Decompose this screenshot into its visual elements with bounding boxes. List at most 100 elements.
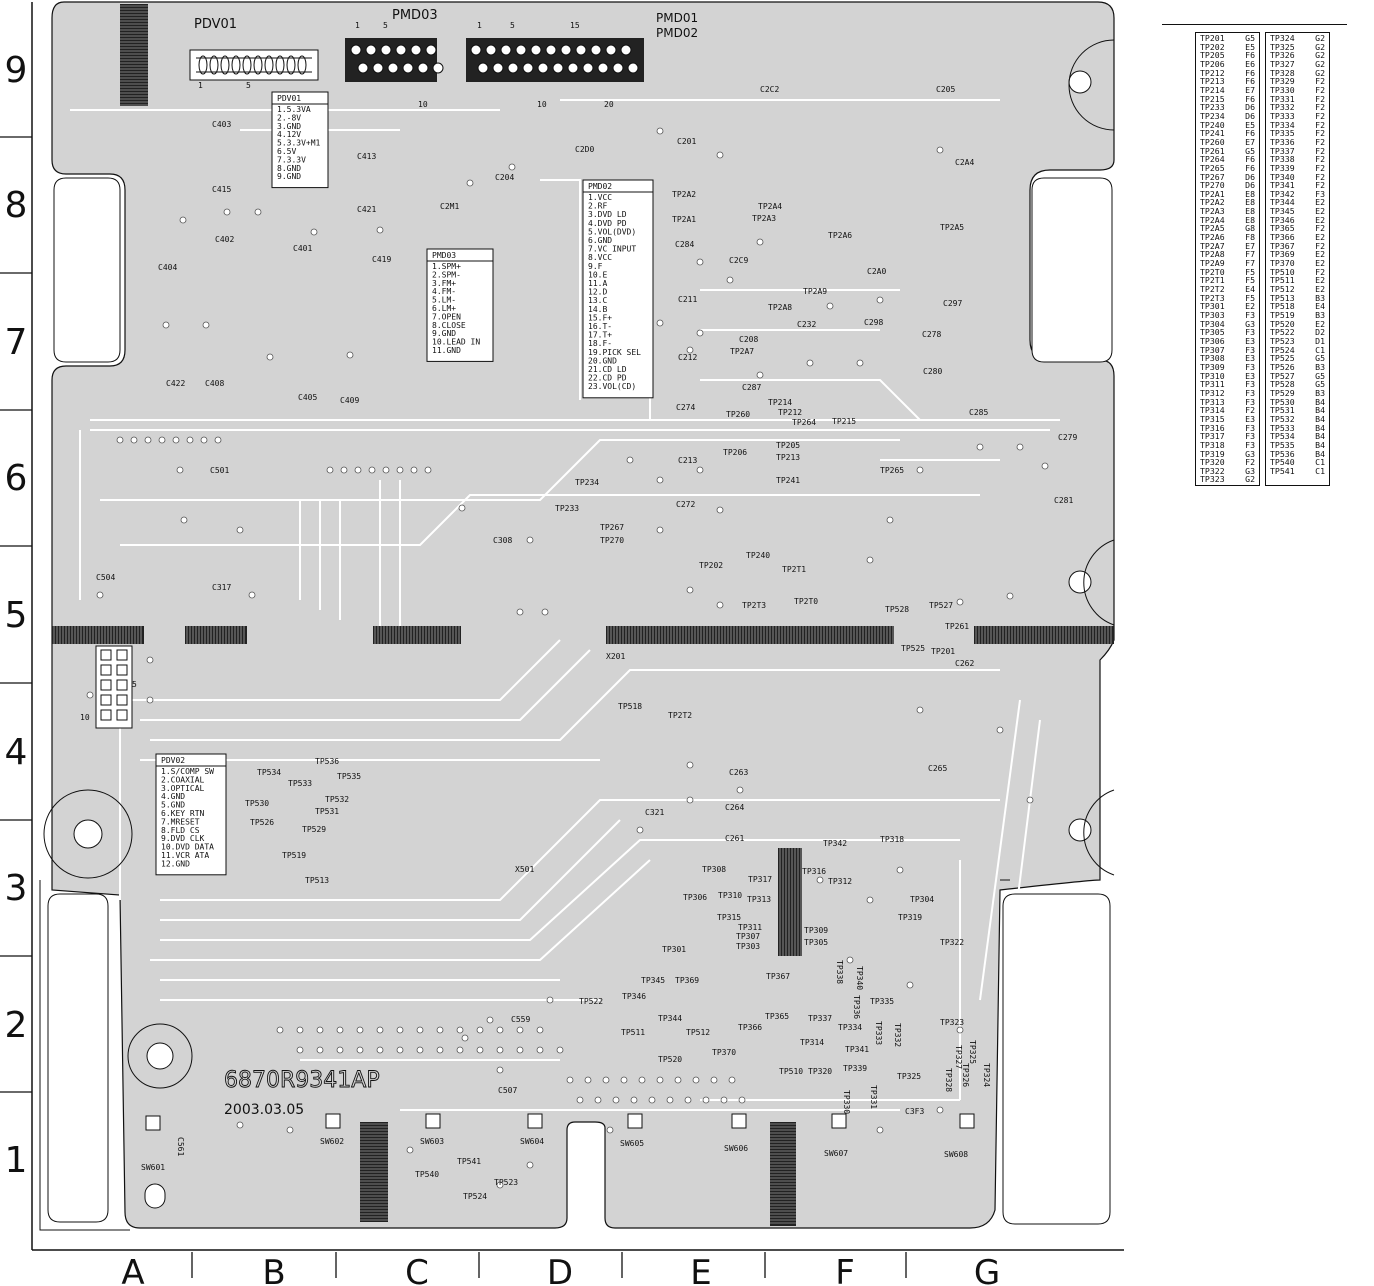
- connector-pdv01: [189, 49, 319, 81]
- component-label: TP212: [778, 408, 802, 417]
- tp-grid-location: F2: [1245, 457, 1255, 468]
- tp-name: TP317: [1200, 431, 1225, 442]
- tp-grid-location: E2: [1315, 232, 1325, 243]
- tp-name: TP523: [1270, 335, 1295, 346]
- tp-grid-location: F3: [1245, 379, 1255, 390]
- hatched-lines: [53, 5, 1112, 1224]
- tp-name: TP2A7: [1200, 240, 1225, 251]
- component-label: TP534: [257, 768, 281, 777]
- table-pmd02-line: 9.F: [588, 262, 603, 271]
- component-label: TP518: [618, 702, 642, 711]
- tp-grid-location: F2: [1315, 162, 1325, 173]
- component-label: TP341: [845, 1045, 869, 1054]
- tp-grid-location: G5: [1245, 145, 1255, 156]
- component-label-vertical: TP338: [835, 960, 844, 984]
- component-label: C2D0: [575, 145, 594, 154]
- tp-grid-location: G5: [1315, 379, 1325, 390]
- component-label: TP315: [717, 913, 741, 922]
- tp-name: TP520: [1270, 318, 1295, 329]
- tp-grid-location: G2: [1315, 58, 1325, 69]
- column-label-D: D: [547, 1253, 573, 1286]
- component-label: C421: [357, 205, 376, 214]
- table-pmd02-line: 13.C: [588, 296, 607, 305]
- board-date: 2003.03.05: [224, 1102, 304, 1118]
- component-label: C212: [678, 353, 697, 362]
- table-pmd02-line: 4.DVD PD: [588, 219, 627, 228]
- tp-name: TP316: [1200, 422, 1225, 433]
- label-pdv01: PDV01: [194, 17, 237, 32]
- tp-grid-location: F3: [1245, 422, 1255, 433]
- tp-name: TP340: [1270, 171, 1295, 182]
- component-label: C284: [675, 240, 694, 249]
- component-label: C201: [677, 137, 696, 146]
- component-label: C402: [215, 235, 234, 244]
- tp-name: TP326: [1270, 50, 1295, 61]
- tp-name: TP202: [1200, 41, 1225, 52]
- component-label-vertical: TP325: [968, 1040, 977, 1064]
- table-pmd03-line: 3.FM+: [432, 279, 456, 288]
- tp-grid-location: C1: [1315, 457, 1325, 468]
- board-outline: [39, 1, 1115, 1231]
- tp-name: TP330: [1270, 84, 1295, 95]
- component-label: C501: [210, 466, 229, 475]
- tp-name: TP215: [1200, 93, 1225, 104]
- component-label: C504: [96, 573, 115, 582]
- tp-grid-location: E8: [1245, 214, 1255, 225]
- tp-grid-location: B4: [1315, 422, 1325, 433]
- tp-name: TP522: [1270, 327, 1295, 338]
- component-label: TP367: [766, 972, 790, 981]
- component-label: C279: [1058, 433, 1077, 442]
- component-label: SW608: [944, 1150, 968, 1159]
- table-pmd02-line: 21.CD LD: [588, 365, 627, 374]
- tp-name: TP2T3: [1200, 292, 1225, 303]
- component-label-vertical: TP328: [944, 1068, 953, 1092]
- table-pmd03-line: 11.GND: [432, 346, 461, 355]
- tp-grid-location: E2: [1245, 301, 1255, 312]
- tp-name: TP305: [1200, 327, 1225, 338]
- component-label: TP530: [245, 799, 269, 808]
- tp-name: TP533: [1270, 422, 1295, 433]
- tp-name: TP234: [1200, 110, 1225, 121]
- tp-name: TP312: [1200, 387, 1225, 398]
- component-label: TP2A8: [768, 303, 792, 312]
- tp-grid-location: F6: [1245, 67, 1255, 78]
- row-label-6: 6: [5, 458, 28, 499]
- tp-name: TP212: [1200, 67, 1225, 78]
- tp-name: TP2A9: [1200, 258, 1225, 269]
- tp-name: TP307: [1200, 344, 1225, 355]
- tp-grid-location: E3: [1245, 335, 1255, 346]
- row-label-7: 7: [5, 322, 28, 363]
- tp-name: TP370: [1270, 258, 1295, 269]
- tp-name: TP529: [1270, 387, 1295, 398]
- tp-grid-location: G2: [1315, 50, 1325, 61]
- table-pmd02-line: 5.VOL(DVD): [588, 227, 636, 236]
- table-pdv02: [155, 753, 227, 876]
- tp-name: TP335: [1270, 128, 1295, 139]
- component-label: TP2T0: [794, 597, 818, 606]
- tp-grid-location: F2: [1315, 171, 1325, 182]
- component-label: TP261: [945, 622, 969, 631]
- table-pdv01: [271, 91, 329, 189]
- tp-name: TP324: [1270, 33, 1295, 43]
- component-label: TP313: [747, 895, 771, 904]
- tp-name: TP511: [1270, 275, 1295, 286]
- tp-grid-location: F2: [1315, 128, 1325, 139]
